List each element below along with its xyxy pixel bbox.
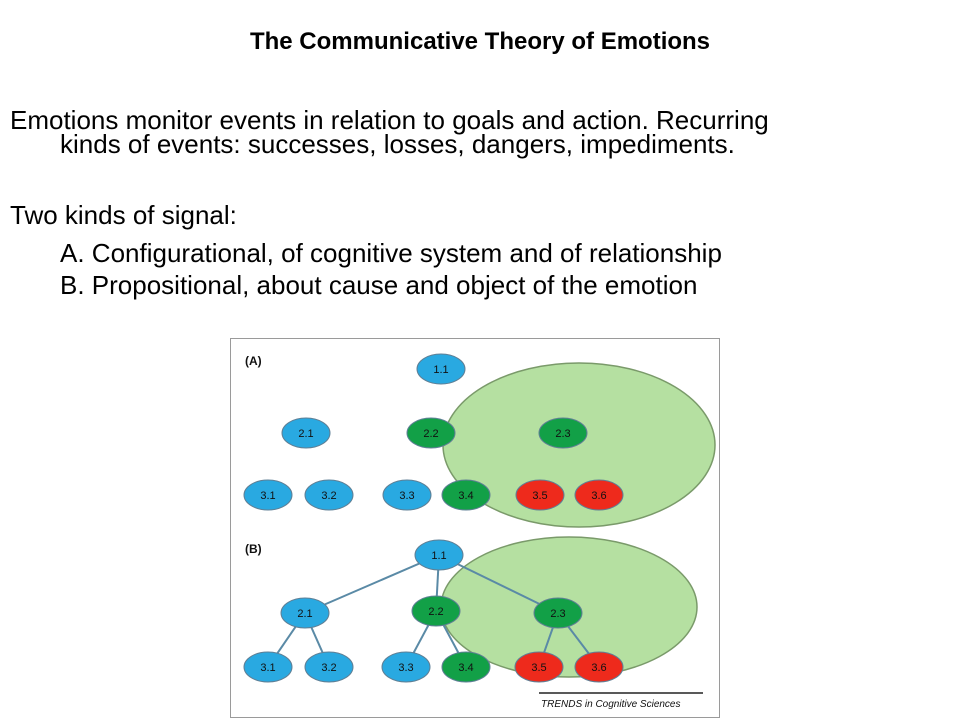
node-label: 3.4 <box>458 662 473 674</box>
node-shape <box>381 651 431 683</box>
node-label: 2.1 <box>298 428 313 440</box>
node-label: 2.2 <box>428 606 443 618</box>
node-shape <box>304 479 354 511</box>
edge-1-1-to-2-1 <box>304 554 440 614</box>
node-shape <box>574 479 624 511</box>
panel-a-label: (A) <box>245 354 262 368</box>
node-shape <box>406 417 456 449</box>
node-shape <box>441 479 491 511</box>
node-a-3-6: 3.6 <box>574 479 624 511</box>
node-a-2-3: 2.3 <box>538 417 588 449</box>
panel-b-label: (B) <box>245 542 262 556</box>
signal-item-b: B. Propositional, about cause and object… <box>60 270 698 300</box>
node-shape <box>414 539 464 571</box>
node-shape <box>538 417 588 449</box>
node-label: 2.1 <box>297 608 312 620</box>
node-a-3-2: 3.2 <box>304 479 354 511</box>
node-shape <box>515 479 565 511</box>
node-label: 3.1 <box>260 490 275 502</box>
node-shape <box>243 479 293 511</box>
node-b-2-3: 2.3 <box>533 597 583 629</box>
node-shape <box>514 651 564 683</box>
node-b-3-6: 3.6 <box>574 651 624 683</box>
node-shape <box>280 597 330 629</box>
node-label: 3.6 <box>591 662 606 674</box>
node-label: 2.2 <box>423 428 438 440</box>
node-label: 3.3 <box>399 490 414 502</box>
node-a-3-3: 3.3 <box>382 479 432 511</box>
node-label: 1.1 <box>433 364 448 376</box>
node-shape <box>411 595 461 627</box>
node-b-3-2: 3.2 <box>304 651 354 683</box>
node-a-3-5: 3.5 <box>515 479 565 511</box>
node-b-2-1: 2.1 <box>280 597 330 629</box>
node-label: 3.3 <box>398 662 413 674</box>
node-label: 2.3 <box>550 608 565 620</box>
figure-svg: (A) 1.1 2.1 2.2 2.3 3.1 3.2 3.3 3.4 3.5 3.6 (B) 1… <box>243 353 716 710</box>
figure-credit: TRENDS in Cognitive Sciences <box>541 699 681 710</box>
node-a-1-1: 1.1 <box>416 353 466 385</box>
edge-1-1-to-2-3 <box>438 554 559 614</box>
node-label: 3.6 <box>591 490 606 502</box>
node-b-2-2: 2.2 <box>411 595 461 627</box>
node-shape <box>416 353 466 385</box>
node-label: 3.2 <box>321 662 336 674</box>
node-b-3-3: 3.3 <box>381 651 431 683</box>
node-label: 3.4 <box>458 490 473 502</box>
node-label: 3.1 <box>260 662 275 674</box>
node-shape <box>281 417 331 449</box>
node-b-3-4: 3.4 <box>441 651 491 683</box>
panel-b-nodes: 1.1 2.1 2.2 2.3 3.1 3.2 3.3 3.4 3.5 3.6 <box>243 539 624 683</box>
node-a-3-1: 3.1 <box>243 479 293 511</box>
signal-item-a: A. Configurational, of cognitive system … <box>60 238 722 268</box>
node-shape <box>304 651 354 683</box>
node-label: 3.5 <box>531 662 546 674</box>
node-shape <box>382 479 432 511</box>
panel-a-nodes: 1.1 2.1 2.2 2.3 3.1 3.2 3.3 3.4 3.5 3.6 <box>243 353 624 511</box>
page-title: The Communicative Theory of Emotions <box>249 28 711 55</box>
node-b-3-5: 3.5 <box>514 651 564 683</box>
node-label: 2.3 <box>555 428 570 440</box>
node-b-1-1: 1.1 <box>414 539 464 571</box>
node-label: 3.5 <box>532 490 547 502</box>
node-shape <box>243 651 293 683</box>
node-a-2-2: 2.2 <box>406 417 456 449</box>
intro-line-2: kinds of events: successes, losses, dang… <box>60 129 735 159</box>
node-shape <box>533 597 583 629</box>
node-b-3-1: 3.1 <box>243 651 293 683</box>
node-shape <box>441 651 491 683</box>
node-label: 1.1 <box>431 550 446 562</box>
intro-line-1: Emotions monitor events in relation to g… <box>10 105 769 135</box>
node-a-3-4: 3.4 <box>441 479 491 511</box>
intro-paragraph: Emotions monitor events in relation to g… <box>10 106 955 158</box>
signals-heading: Two kinds of signal: <box>10 200 237 230</box>
node-label: 3.2 <box>321 490 336 502</box>
node-shape <box>574 651 624 683</box>
emotion-network-figure: (A) 1.1 2.1 2.2 2.3 3.1 3.2 3.3 3.4 3.5 3.6 (B) 1… <box>230 338 720 718</box>
node-a-2-1: 2.1 <box>281 417 331 449</box>
